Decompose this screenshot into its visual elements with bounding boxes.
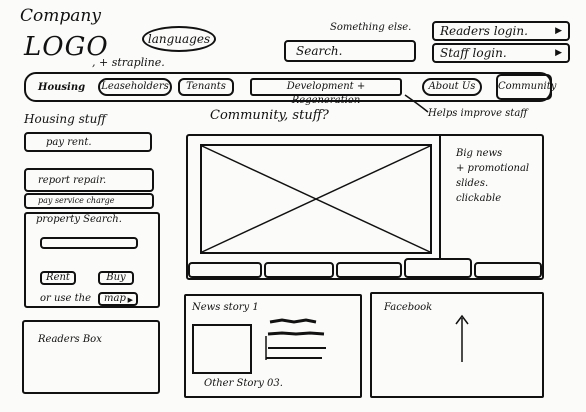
readers-box-panel <box>22 320 160 394</box>
nav-item-housing[interactable]: Housing <box>38 82 86 93</box>
readers-login-label: Readers login. <box>440 24 528 38</box>
hero-note-line4: clickable <box>456 193 502 204</box>
news-image-placeholder <box>192 324 252 374</box>
company-logo-line1[interactable]: Company <box>20 6 101 26</box>
nav-item-development-regeneration[interactable]: Development + Regeneration <box>250 78 402 106</box>
arrow-right-icon: ▶ <box>555 26 562 36</box>
map-label: map <box>104 293 126 304</box>
readers-login-button[interactable]: Readers login. ▶ <box>432 21 570 41</box>
hero-note: Big news + promotional slides. clickable <box>456 146 529 206</box>
staff-login-button[interactable]: Staff login. ▶ <box>432 43 570 63</box>
company-logo-line2[interactable]: LOGO <box>24 32 109 62</box>
languages-button[interactable]: languages <box>142 26 216 52</box>
hero-carousel[interactable] <box>186 134 544 280</box>
carousel-tab-1[interactable] <box>188 262 262 278</box>
buy-button[interactable]: Buy <box>98 271 134 285</box>
readers-box-title: Readers Box <box>38 334 102 345</box>
hero-note-line1: Big news <box>456 148 503 159</box>
nav-item-tenants[interactable]: Tenants <box>178 78 234 96</box>
other-story-03[interactable]: Other Story 03. <box>204 378 283 389</box>
search-input[interactable]: Search. <box>284 40 416 62</box>
strapline: , + strapline. <box>92 56 165 69</box>
nav-item-leaseholders[interactable]: Leaseholders <box>98 78 172 96</box>
nav-item-about-us[interactable]: About Us <box>422 78 482 96</box>
community-stuff-heading: Community, stuff? <box>210 108 329 123</box>
news-story-1-title[interactable]: News story 1 <box>192 302 259 313</box>
facebook-panel <box>370 292 544 398</box>
nav-annotation: Helps improve staff <box>428 108 528 119</box>
news-panel <box>184 294 362 398</box>
housing-stuff-heading: Housing stuff <box>24 112 106 126</box>
carousel-tab-3[interactable] <box>336 262 402 278</box>
property-search-input[interactable] <box>40 237 138 249</box>
carousel-tab-4[interactable] <box>404 258 472 278</box>
staff-login-label: Staff login. <box>440 46 507 60</box>
tagline: Something else. <box>330 22 412 33</box>
rent-button[interactable]: Rent <box>40 271 76 285</box>
carousel-tab-5[interactable] <box>474 262 542 278</box>
property-search-panel <box>24 212 160 308</box>
arrow-right-icon: ▶ <box>555 48 562 58</box>
property-search-title: property Search. <box>36 214 122 225</box>
pay-service-charge-button[interactable]: pay service charge <box>24 193 154 209</box>
pay-rent-button[interactable]: pay rent. <box>24 132 152 152</box>
map-button[interactable]: map ▶ <box>98 292 138 306</box>
nav-item-community[interactable]: Community <box>496 74 556 100</box>
hero-note-line3: slides. <box>456 178 489 189</box>
hero-note-line2: + promotional <box>456 163 530 174</box>
facebook-title[interactable]: Facebook <box>384 302 433 313</box>
hero-image-placeholder <box>200 144 432 254</box>
report-repair-button[interactable]: report repair. <box>24 168 154 192</box>
or-use-the-text: or use the <box>40 293 92 304</box>
arrow-right-icon: ▶ <box>127 296 133 304</box>
carousel-tab-2[interactable] <box>264 262 334 278</box>
